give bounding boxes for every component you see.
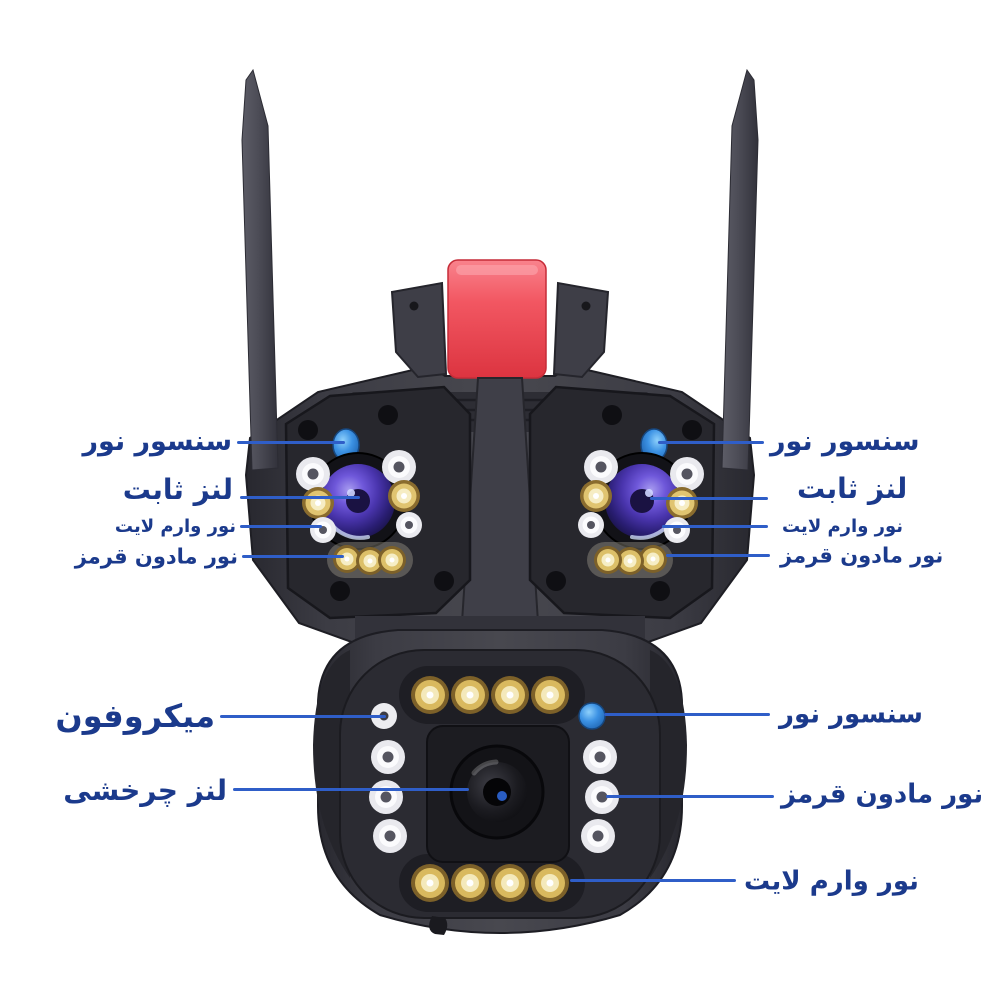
- connector-warm-light-left: [240, 525, 322, 528]
- label-rotating-lens: لنز چرخشی: [63, 774, 227, 808]
- bracket-red-block: [447, 259, 547, 379]
- connector-ir-light-left: [242, 555, 344, 558]
- label-microphone: میکروفون: [55, 696, 215, 735]
- connector-light-sensor-left: [237, 441, 345, 444]
- label-warm-light-left: نور وارم لایت: [114, 516, 236, 538]
- mount-bracket: [390, 259, 610, 379]
- connector-fixed-lens-left: [240, 496, 360, 499]
- label-warm-light-dome: نور وارم لایت: [744, 866, 919, 897]
- rotating-lens: [449, 744, 545, 840]
- antenna-right: [721, 68, 759, 471]
- dome-ir-leds-left: [369, 740, 407, 853]
- connector-rotating-lens: [233, 788, 469, 791]
- label-fixed-lens-right: لنز ثابت: [797, 472, 908, 506]
- label-ir-light-dome: نور مادون قرمز: [781, 779, 984, 810]
- label-ir-light-left: نور مادون قرمز: [74, 544, 238, 569]
- label-light-sensor-right: سنسور نور: [770, 425, 920, 457]
- light-sensor-dome: [578, 702, 606, 730]
- right-camera-head: [530, 387, 714, 618]
- connector-light-sensor-right: [658, 441, 764, 444]
- connector-microphone: [220, 715, 386, 718]
- connector-fixed-lens-right: [650, 497, 768, 500]
- connector-warm-light-right: [662, 525, 768, 528]
- connector-warm-light-dome: [570, 879, 736, 882]
- antenna-left: [241, 68, 279, 471]
- label-light-sensor-left: سنسور نور: [82, 425, 232, 457]
- label-ir-light-right: نور مادون قرمز: [780, 543, 944, 568]
- ptz-dome: [313, 629, 687, 935]
- label-light-sensor-dome: سنسور نور: [779, 699, 923, 730]
- left-camera-head: [286, 387, 470, 618]
- connector-ir-light-dome: [606, 795, 774, 798]
- connector-ir-light-right: [666, 554, 770, 557]
- connector-light-sensor-dome: [604, 713, 770, 716]
- dome-bottom-nub: [429, 916, 448, 935]
- label-fixed-lens-left: لنز ثابت: [122, 473, 233, 507]
- label-warm-light-right: نور وارم لایت: [782, 516, 904, 538]
